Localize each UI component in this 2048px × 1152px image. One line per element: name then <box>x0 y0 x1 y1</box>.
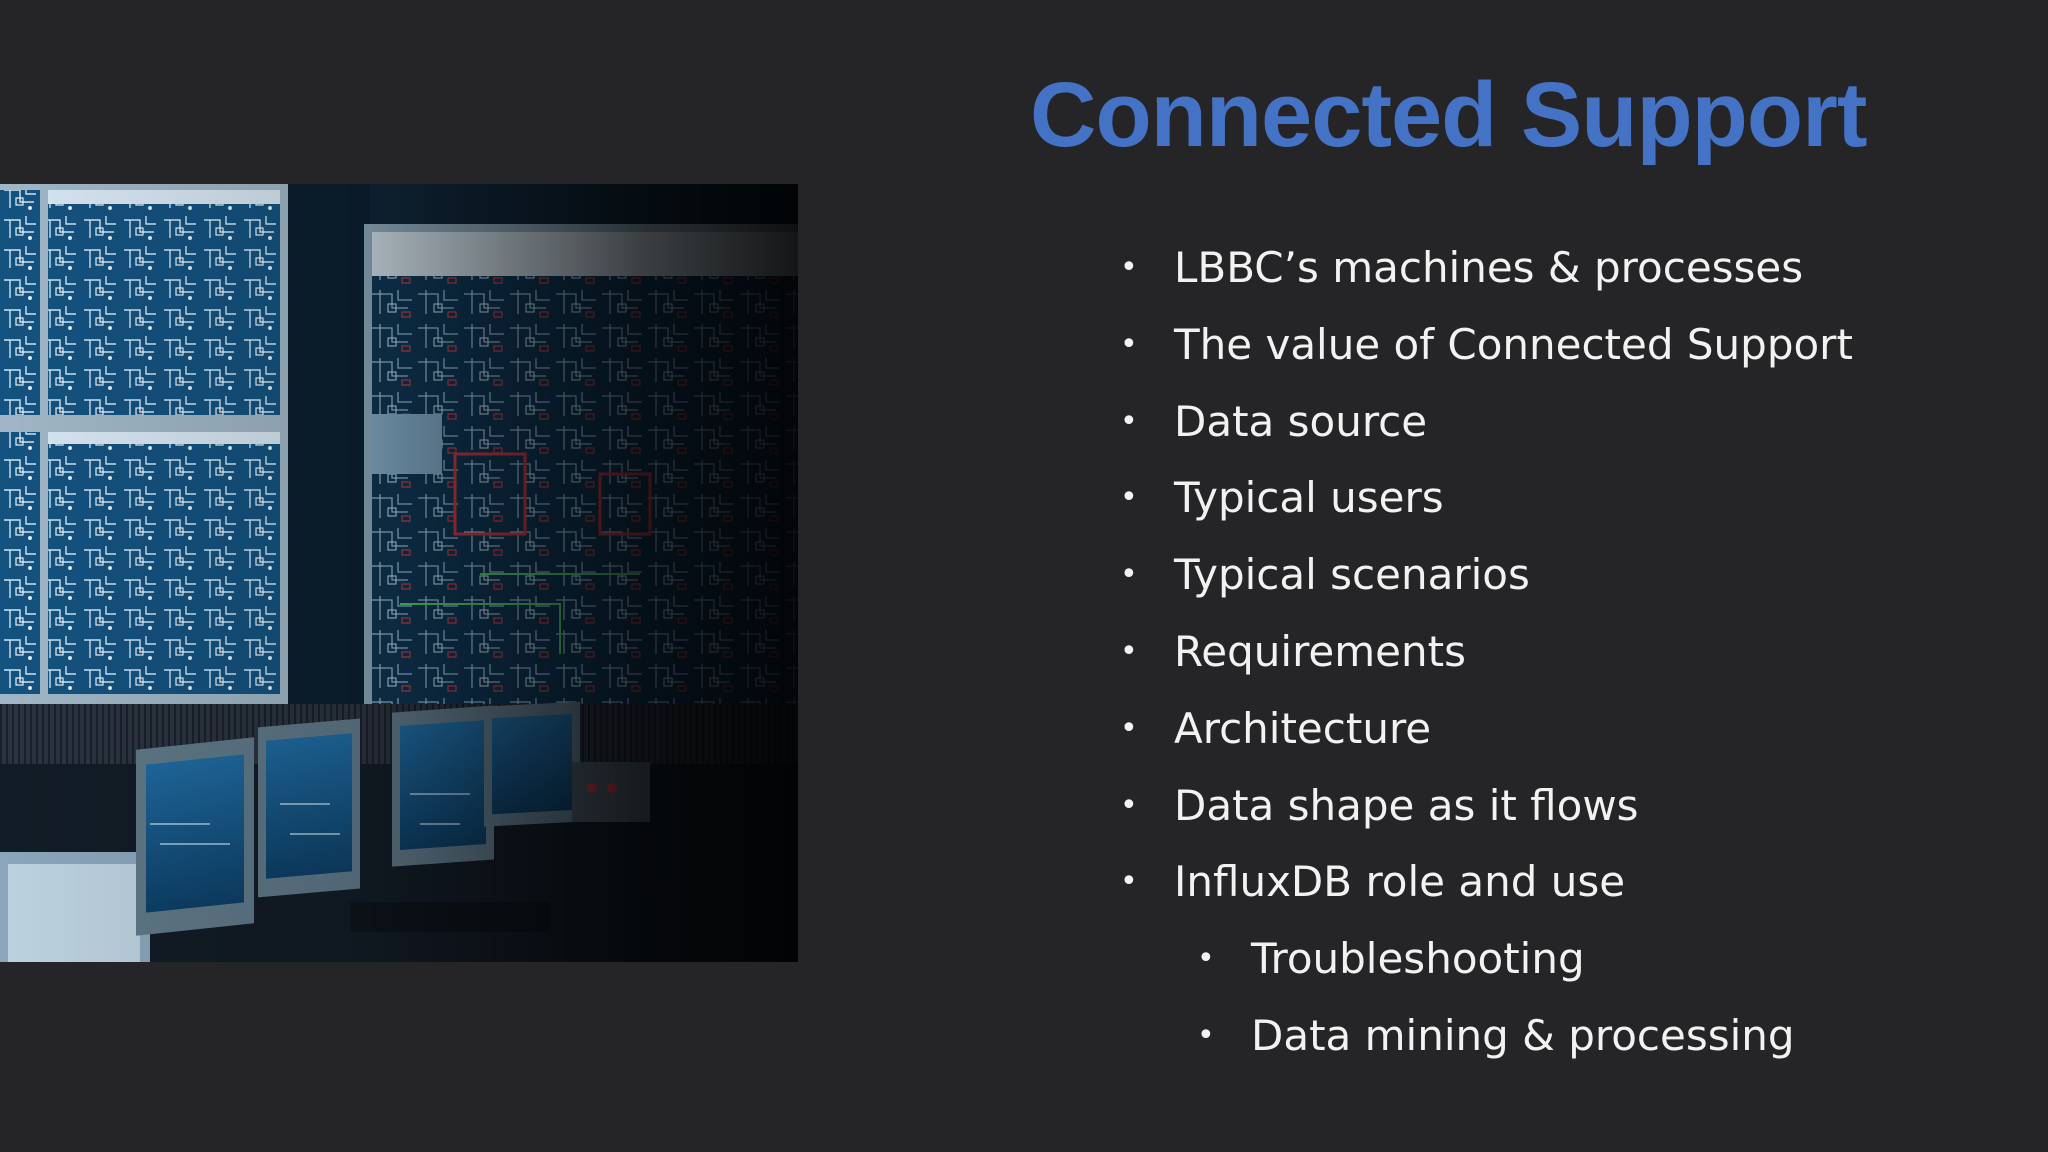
bullet-text: Troubleshooting <box>1251 934 1585 984</box>
bullet-text: Architecture <box>1174 703 1432 753</box>
bullet-item: • Data source <box>1120 384 1427 461</box>
bullet-text: InfluxDB role and use <box>1174 857 1626 907</box>
bullet-item: • InfluxDB role and use <box>1120 844 1625 921</box>
bullet-text: The value of Connected Support <box>1174 319 1853 369</box>
bullet-item: • LBBC’s machines & processes <box>1120 230 1803 307</box>
bullet-dot-icon: • <box>1120 864 1138 900</box>
bullet-dot-icon: • <box>1120 633 1138 669</box>
bullet-item: • The value of Connected Support <box>1120 307 1853 384</box>
bullet-item: • Requirements <box>1120 614 1466 691</box>
bullet-dot-icon: • <box>1120 480 1138 516</box>
control-room-photo <box>0 184 798 962</box>
bullet-item: • Architecture <box>1120 691 1431 768</box>
bullet-dot-icon: • <box>1120 710 1138 746</box>
bullet-text: Requirements <box>1174 626 1466 676</box>
bullet-text: Data mining & processing <box>1251 1010 1795 1060</box>
bullet-item: • Typical users <box>1120 460 1444 537</box>
slide-title: Connected Support <box>1030 64 1868 166</box>
bullet-text: Data source <box>1174 396 1428 446</box>
bullet-text: Data shape as it flows <box>1174 780 1639 830</box>
bullet-dot-icon: • <box>1120 787 1138 823</box>
bullet-dot-icon: • <box>1197 941 1215 977</box>
bullet-item: • Data shape as it flows <box>1120 768 1639 845</box>
bullet-text: LBBC’s machines & processes <box>1174 243 1804 292</box>
bullet-dot-icon: • <box>1120 557 1138 593</box>
bullet-list: • LBBC’s machines & processes • The value o… <box>1120 230 1853 1075</box>
bullet-dot-icon: • <box>1120 403 1138 439</box>
bullet-dot-icon: • <box>1197 1017 1215 1053</box>
bullet-dot-icon: • <box>1120 250 1138 285</box>
bullet-dot-icon: • <box>1120 326 1138 362</box>
bullet-text: Typical users <box>1174 473 1444 523</box>
bullet-text: Typical scenarios <box>1174 550 1530 600</box>
bullet-item: • Typical scenarios <box>1120 537 1530 614</box>
